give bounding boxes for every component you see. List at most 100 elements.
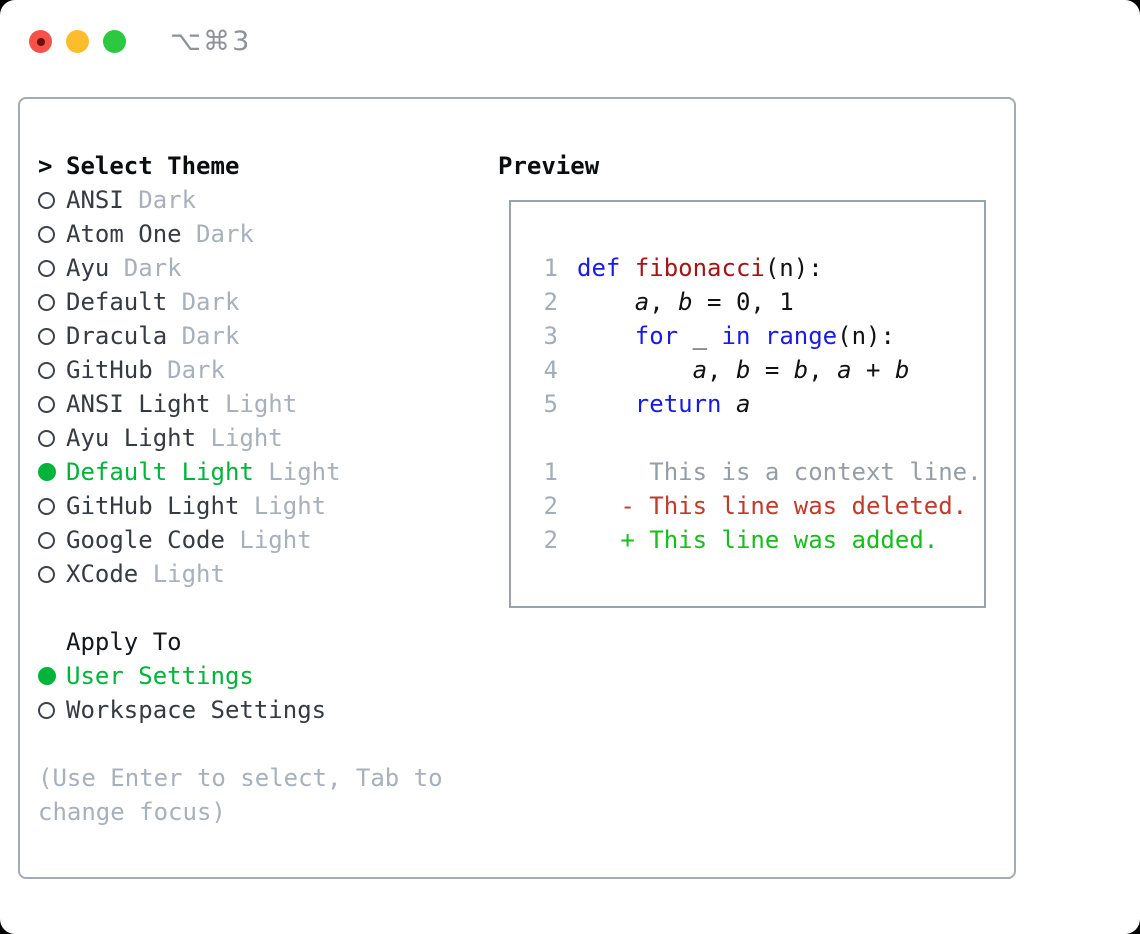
theme-option-default[interactable]: Default Dark [38,285,468,319]
radio-marker [38,191,66,209]
line-number: 2 [543,492,558,520]
token-plain: (n): [837,322,895,350]
code-line: 1 def fibonacci(n): [543,251,984,285]
diff-sample: 1 This is a context line.2 - This line w… [543,455,984,557]
code-line: 3 for _ in range(n): [543,319,984,353]
theme-name: Default Light [66,458,254,486]
diff-line: 2 - This line was deleted. [543,489,984,523]
spacer [38,727,468,761]
theme-name: Atom One [66,220,182,248]
radio-unselected-icon [38,701,55,719]
apply-option-label: Workspace Settings [66,696,327,724]
token-plain [620,254,634,282]
line-number: 1 [543,458,558,486]
radio-marker [38,667,66,685]
theme-name: GitHub Light [66,492,240,520]
token-plain: , [808,356,838,384]
radio-marker [38,497,66,515]
radio-marker [38,225,66,243]
radio-unselected-icon [38,429,55,447]
apply-option-label: User Settings [66,662,254,690]
theme-option-xcode[interactable]: XCode Light [38,557,468,591]
token-var: a [634,288,650,316]
radio-marker [38,395,66,413]
radio-unselected-icon [38,327,55,345]
token-plain: (n): [764,254,823,282]
radio-marker [38,565,66,583]
theme-option-ayu[interactable]: Ayu Dark [38,251,468,285]
theme-option-dracula[interactable]: Dracula Dark [38,319,468,353]
token-del: - This line was deleted. [577,492,968,520]
theme-variant: Light [253,458,341,486]
theme-option-github-light[interactable]: GitHub Light Light [38,489,468,523]
theme-option-ansi[interactable]: ANSI Dark [38,183,468,217]
radio-unselected-icon [38,531,55,549]
theme-option-github[interactable]: GitHub Dark [38,353,468,387]
theme-name: Ayu Light [66,424,197,452]
theme-option-google-code[interactable]: Google Code Light [38,523,468,557]
diff-line: 2 + This line was added. [543,523,984,557]
select-theme-title: Select Theme [66,152,240,180]
line-number: 2 [543,526,558,554]
token-kw: range [764,322,838,350]
token-plain: = [750,356,794,384]
apply-option-workspace-settings[interactable]: Workspace Settings [38,693,468,727]
theme-variant: Light [138,560,225,588]
blank-line [543,421,984,455]
code-line: 2 a, b = 0, 1 [543,285,984,319]
token-plain [722,390,736,418]
code-line: 4 a, b = b, a + b [543,353,984,387]
radio-unselected-icon [38,293,55,311]
code-line: 5 return a [543,387,984,421]
preview-title: Preview [498,152,600,180]
theme-variant: Dark [167,288,240,316]
close-button[interactable] [29,30,52,53]
theme-variant: Dark [109,254,182,282]
theme-name: GitHub [66,356,153,384]
zoom-button[interactable] [103,30,126,53]
theme-option-default-light[interactable]: Default Light Light [38,455,468,489]
radio-marker [38,429,66,447]
apply-option-user-settings[interactable]: User Settings [38,659,468,693]
token-plain: + [851,356,895,384]
token-fn: fibonacci [634,254,765,282]
theme-name: Default [66,288,168,316]
theme-variant: Dark [152,356,225,384]
token-plain [750,322,764,350]
token-plain [577,356,693,384]
close-dot-icon [36,37,45,46]
theme-name: ANSI [66,186,124,214]
theme-name: Ayu [66,254,110,282]
token-kw: in [721,322,751,350]
token-plain [577,322,635,350]
select-theme-header-row: > Select Theme [38,149,468,183]
radio-unselected-icon [38,225,55,243]
theme-option-ansi-light[interactable]: ANSI Light Light [38,387,468,421]
theme-option-ayu-light[interactable]: Ayu Light Light [38,421,468,455]
theme-option-atom-one[interactable]: Atom One Dark [38,217,468,251]
theme-variant: Light [224,526,312,554]
token-kw: return [634,390,722,418]
token-var: a [692,356,708,384]
theme-name: ANSI Light [66,390,211,418]
spacer [38,591,468,625]
line-number: 1 [543,254,558,282]
token-plain: _ [678,322,722,350]
token-kw: for [634,322,679,350]
radio-unselected-icon [38,361,55,379]
token-var: b [735,356,751,384]
theme-variant: Dark [181,220,254,248]
radio-selected-icon [38,463,56,481]
minimize-button[interactable] [66,30,89,53]
token-var: b [678,288,693,316]
token-plain: , [707,356,736,384]
theme-name: Google Code [66,526,225,554]
titlebar: ⌥⌘3 [29,26,251,57]
radio-marker [38,293,66,311]
token-kw: def [577,254,621,282]
token-var: b [894,356,910,384]
line-number: 5 [543,390,558,418]
